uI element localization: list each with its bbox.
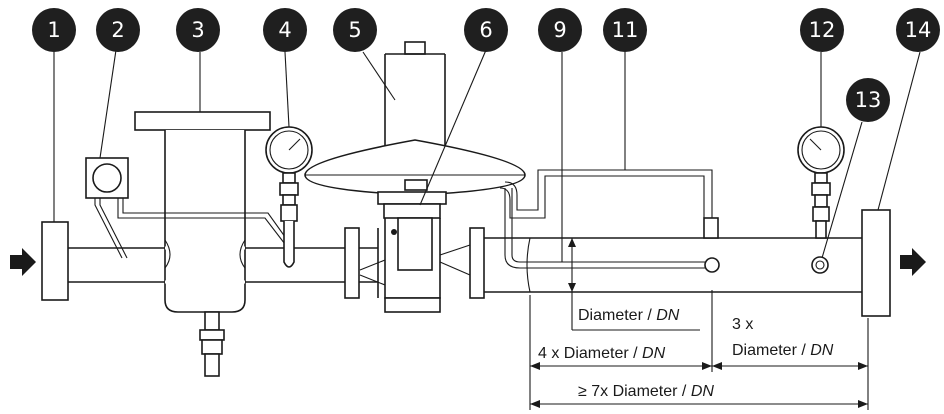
inlet-pressure-gauge <box>265 126 313 268</box>
filter <box>134 111 271 377</box>
dimension-label-3x-diameter: Diameter / DN <box>732 342 834 359</box>
differential-pressure-gauge <box>85 157 294 259</box>
dimension-label-3x: 3 x <box>732 316 753 333</box>
svg-text:4: 4 <box>278 18 291 42</box>
badge-14: 14 <box>896 8 940 52</box>
dimension-label-diameter: Diameter / DN <box>578 307 680 324</box>
svg-text:1: 1 <box>47 18 60 42</box>
svg-text:14: 14 <box>905 18 932 42</box>
badge-2: 2 <box>96 8 140 52</box>
badge-11: 11 <box>603 8 647 52</box>
svg-text:13: 13 <box>855 88 882 112</box>
badge-5: 5 <box>333 8 377 52</box>
svg-text:5: 5 <box>348 18 361 42</box>
badge-13: 13 <box>846 78 890 122</box>
svg-text:11: 11 <box>612 18 639 42</box>
dimension-label-7x-diameter: ≥ 7x Diameter / DN <box>578 383 714 400</box>
outlet-pressure-gauge <box>797 126 845 239</box>
regulator-inlet-flange <box>344 227 378 299</box>
dimension-lines <box>529 238 869 410</box>
badge-4: 4 <box>263 8 307 52</box>
badge-3: 3 <box>176 8 220 52</box>
badge-12: 12 <box>800 8 844 52</box>
svg-text:3: 3 <box>191 18 204 42</box>
outlet-flow-arrow-icon <box>900 248 926 276</box>
inlet-pipe <box>41 221 345 301</box>
badge-6: 6 <box>464 8 508 52</box>
regulator-actuator <box>304 41 526 196</box>
leader-lines <box>53 49 921 262</box>
inlet-flow-arrow-icon <box>10 248 36 276</box>
outlet-pipe <box>526 237 862 293</box>
svg-text:6: 6 <box>479 18 492 42</box>
svg-text:2: 2 <box>111 18 124 42</box>
svg-text:12: 12 <box>809 18 836 42</box>
outlet-flange <box>861 209 891 317</box>
regulator-valve-body <box>359 191 471 313</box>
dimension-label-4x-diameter: 4 x Diameter / DN <box>538 345 666 362</box>
regulator-outlet-flange <box>469 227 530 299</box>
badge-1: 1 <box>32 8 76 52</box>
sensing-line <box>499 169 720 273</box>
svg-text:9: 9 <box>553 18 566 42</box>
test-point <box>811 256 829 274</box>
badge-9: 9 <box>538 8 582 52</box>
